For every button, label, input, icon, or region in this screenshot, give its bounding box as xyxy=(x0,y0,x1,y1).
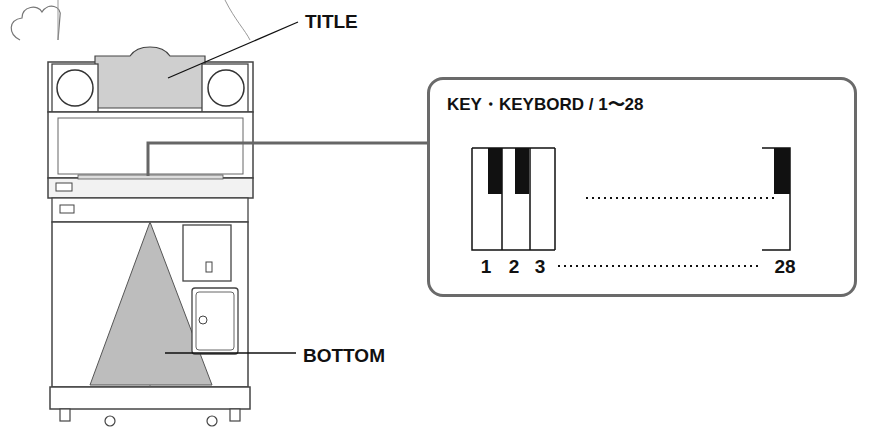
key-number: 28 xyxy=(774,257,795,276)
part-label: TITLE xyxy=(305,12,358,31)
callout-heading: KEY・KEYBORD / 1〜28 xyxy=(447,93,644,116)
key-number: 3 xyxy=(535,257,546,276)
key-number: 1 xyxy=(481,257,492,276)
part-label: BOTTOM xyxy=(303,346,385,365)
key-number: 2 xyxy=(509,257,520,276)
